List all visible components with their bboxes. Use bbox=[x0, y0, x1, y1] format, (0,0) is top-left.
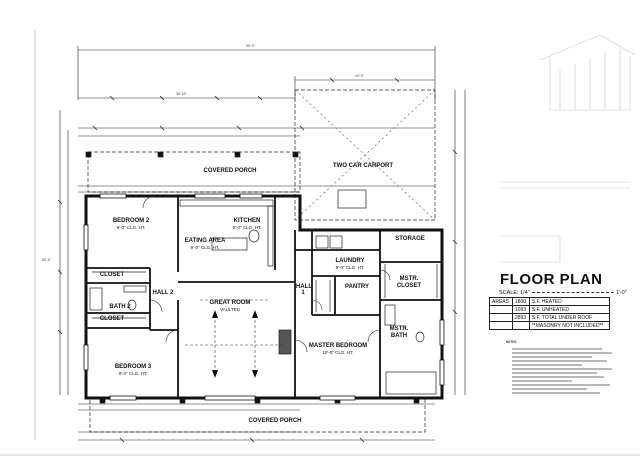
hall1-label: HALL 1 bbox=[296, 284, 312, 296]
scale-label: SCALE: 1/4" bbox=[499, 290, 530, 296]
carport-label: TWO CAR CARPORT bbox=[333, 163, 393, 169]
mstr-closet-label: MSTR. CLOSET bbox=[396, 276, 422, 289]
sheet-title: FLOOR PLAN bbox=[500, 271, 603, 288]
closet-bottom-label: CLOSET bbox=[99, 316, 125, 322]
bath2-label: BATH 2 bbox=[109, 304, 131, 310]
background-elevation-sketch bbox=[500, 34, 636, 263]
vault-lines bbox=[185, 299, 285, 372]
area-value: 2893 bbox=[511, 313, 530, 322]
great-room-label: GREAT ROOM VAULTED bbox=[209, 300, 251, 312]
area-description: S.F. HEATED bbox=[528, 297, 611, 306]
fixtures bbox=[89, 199, 438, 395]
bedroom2-label: BEDROOM 2 9'-0" CLG. HT. bbox=[112, 218, 150, 230]
notes-heading: NOTES bbox=[506, 341, 517, 345]
sheet-border-marks bbox=[0, 30, 640, 456]
closet-top-label: CLOSET bbox=[99, 272, 125, 278]
area-header: AREAS bbox=[489, 297, 513, 306]
area-row: 1093 S.F. UNHEATED bbox=[489, 305, 611, 314]
eating-area-label: EATING AREA 9'-0" CLG. HT. bbox=[184, 238, 226, 250]
area-value: 1093 bbox=[511, 305, 530, 314]
house-depth-dimension: 50'-0" bbox=[42, 258, 51, 262]
area-description: S.F. UNHEATED bbox=[528, 305, 611, 314]
kitchen-label: KITCHEN 9'-0" CLG. HT. bbox=[232, 218, 262, 230]
overall-width-dimension: 59'-0" bbox=[246, 44, 255, 48]
door-swings bbox=[142, 195, 391, 353]
area-row: 2893 S.F. TOTAL UNDER ROOF bbox=[489, 313, 611, 322]
masonry-note: **MASONRY NOT INCLUDED** bbox=[528, 321, 611, 330]
covered-porch-bottom-label: COVERED PORCH bbox=[248, 418, 302, 424]
exterior-walls bbox=[84, 194, 444, 400]
hall2-label: HALL 2 bbox=[152, 290, 174, 296]
bedroom3-label: BEDROOM 3 9'-0" CLG. HT. bbox=[114, 364, 152, 376]
covered-porch-top-label: COVERED PORCH bbox=[203, 168, 257, 174]
dimension-lines bbox=[59, 46, 466, 441]
dimension-ticks bbox=[57, 77, 458, 443]
mstr-bath-label: MSTR. BATH bbox=[389, 326, 409, 339]
scale-value: 1'-0" bbox=[615, 290, 627, 296]
area-value: 1800 bbox=[511, 297, 530, 306]
laundry-label: LAUNDRY 9'-0" CLG. HT. bbox=[335, 258, 365, 270]
front-porch-top bbox=[85, 151, 301, 193]
general-notes: NOTES bbox=[506, 341, 620, 394]
area-schedule: AREAS 1800 S.F. HEATED 1093 S.F. UNHEATE… bbox=[489, 297, 611, 330]
area-row: AREAS 1800 S.F. HEATED bbox=[489, 297, 611, 306]
house-width-dimension: 39'-10" bbox=[176, 92, 187, 96]
interior-walls bbox=[86, 196, 442, 398]
carport-outline bbox=[294, 89, 436, 221]
carport-width-dimension: 19'-2" bbox=[355, 74, 364, 78]
master-bedroom-label: MASTER BEDROOM 10'-0" CLG. HT. bbox=[308, 343, 368, 355]
vault-arrowheads bbox=[212, 310, 258, 378]
storage-label: STORAGE bbox=[395, 236, 425, 242]
scale-note: SCALE: 1/4" 1'-0" bbox=[499, 290, 627, 296]
area-description: S.F. TOTAL UNDER ROOF bbox=[528, 313, 611, 322]
windows bbox=[83, 193, 445, 401]
pantry-label: PANTRY bbox=[345, 284, 369, 290]
area-row: **MASONRY NOT INCLUDED** bbox=[489, 321, 611, 330]
rear-porch-bottom bbox=[89, 397, 426, 433]
